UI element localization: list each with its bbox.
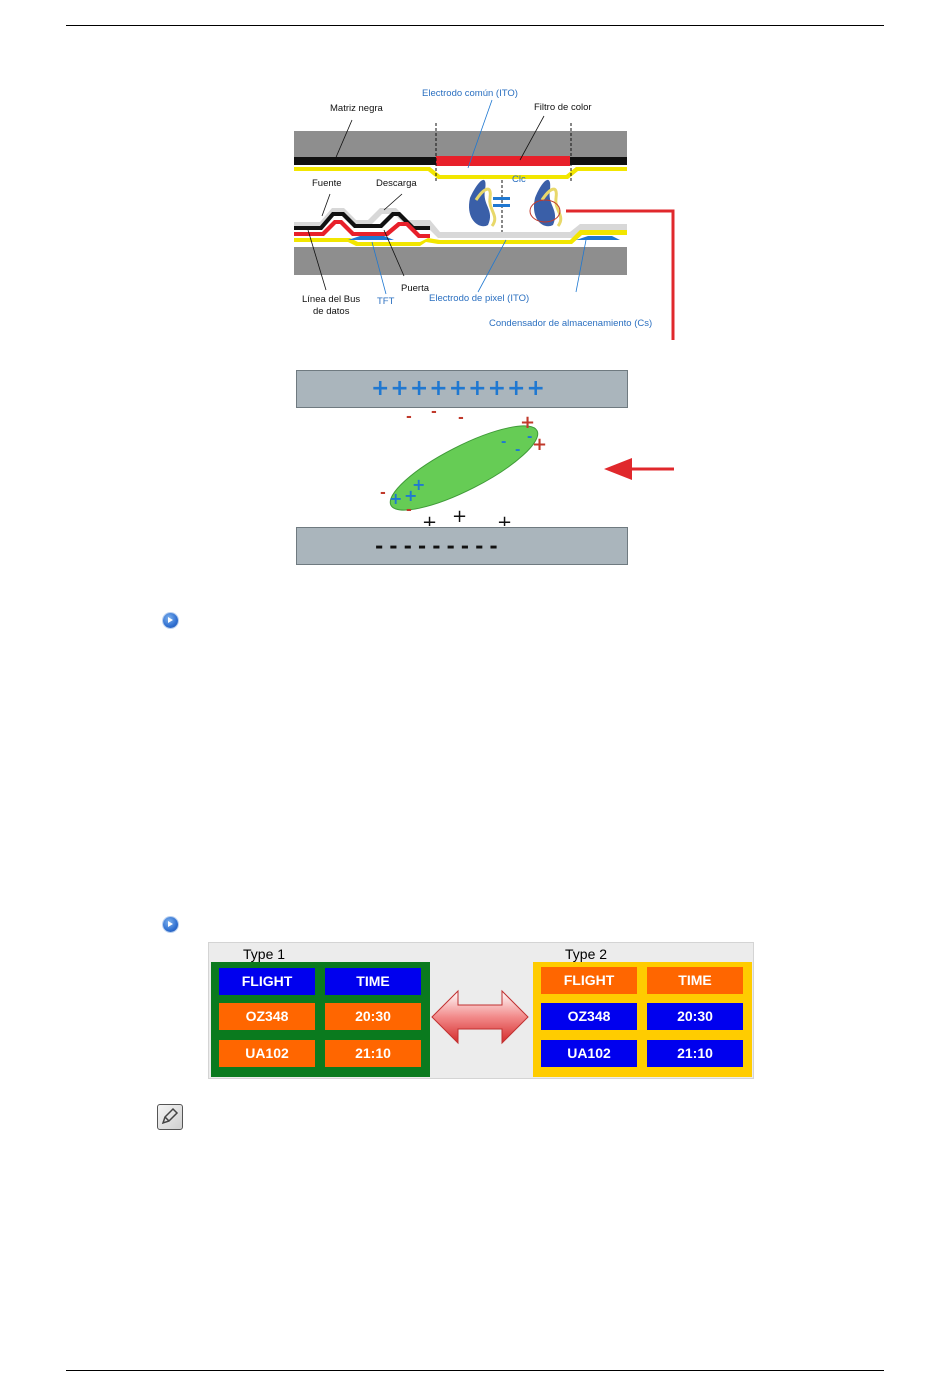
bottom-glass-substrate [294, 247, 627, 275]
label-tft: TFT [377, 296, 395, 307]
label-color-filter: Filtro de color [534, 102, 592, 113]
label-drain: Descarga [376, 178, 417, 189]
color-filter [436, 156, 570, 166]
lcd-structure-drawing [294, 99, 675, 470]
type1-row2-flight: UA102 [219, 1040, 315, 1067]
type1-header-flight: FLIGHT [219, 968, 315, 995]
arrow-bullet-icon [163, 613, 178, 628]
lcd-structure-diagram: Matriz negra Electrodo común (ITO) Filtr… [280, 80, 680, 470]
svg-text:+: + [520, 412, 535, 433]
label-gate: Puerta [401, 283, 429, 294]
type2-row1-flight: OZ348 [541, 1003, 637, 1030]
label-common-electrode: Electrodo común (ITO) [422, 88, 518, 99]
type1-row2-time: 21:10 [325, 1040, 421, 1067]
label-black-matrix: Matriz negra [330, 103, 383, 114]
type2-row1-time: 20:30 [647, 1003, 743, 1030]
type2-label: Type 2 [565, 946, 608, 962]
svg-text:-: - [380, 485, 386, 501]
type1-label: Type 1 [243, 946, 286, 962]
arrow-bullet-icon [163, 917, 178, 932]
svg-text:-: - [406, 409, 412, 425]
double-arrow-icon [431, 989, 529, 1045]
type1-row1-time: 20:30 [325, 1003, 421, 1030]
molecule-charge-diagram: +++++++++ - - - + + - - - - - + + + + + … [296, 370, 628, 566]
svg-text:-: - [515, 443, 520, 458]
color-pattern-comparison: Type 1 Type 2 FLIGHT TIME OZ348 20:30 UA… [208, 942, 754, 1079]
type2-header-flight: FLIGHT [541, 967, 637, 994]
svg-text:-: - [501, 435, 506, 450]
header-rule [66, 25, 884, 26]
svg-text:-: - [431, 408, 437, 420]
black-matrix-right [570, 157, 627, 165]
label-clc: Clc [512, 174, 526, 185]
label-storage-capacitor: Condensador de almacenamiento (Cs) [489, 318, 653, 329]
type2-row2-flight: UA102 [541, 1040, 637, 1067]
label-data-bus-line-1: Línea del Bus [302, 294, 361, 305]
svg-text:+: + [452, 506, 467, 526]
svg-text:+: + [532, 434, 547, 455]
positive-charges: +++++++++ [371, 376, 546, 401]
type2-header-time: TIME [647, 967, 743, 994]
type1-header-time: TIME [325, 968, 421, 995]
note-pencil-icon [157, 1104, 183, 1130]
lc-molecule-drawing: - - - + + - - - - - + + + + + + [380, 408, 547, 526]
svg-text:-: - [406, 502, 412, 518]
zoom-arrow-icon [604, 458, 674, 480]
svg-text:-: - [458, 410, 464, 426]
label-data-bus-line-2: de datos [313, 306, 350, 317]
label-pixel-electrode: Electrodo de pixel (ITO) [429, 293, 530, 304]
black-matrix [294, 157, 436, 165]
label-source: Fuente [312, 178, 342, 189]
common-electrode-ito [294, 167, 627, 179]
type2-row2-time: 21:10 [647, 1040, 743, 1067]
bottom-electrode-plate: --------- [296, 527, 628, 565]
type2-panel: FLIGHT TIME OZ348 20:30 UA102 21:10 [533, 962, 752, 1077]
svg-text:+: + [422, 512, 437, 526]
top-electrode-plate: +++++++++ [296, 370, 628, 408]
svg-text:+: + [412, 475, 425, 494]
type1-panel: FLIGHT TIME OZ348 20:30 UA102 21:10 [211, 962, 430, 1077]
footer-rule [66, 1370, 884, 1371]
svg-text:+: + [404, 486, 417, 505]
negative-charges: --------- [375, 534, 504, 558]
svg-text:+: + [389, 489, 402, 508]
svg-text:-: - [527, 430, 532, 445]
svg-text:+: + [497, 512, 512, 526]
type1-row1-flight: OZ348 [219, 1003, 315, 1030]
